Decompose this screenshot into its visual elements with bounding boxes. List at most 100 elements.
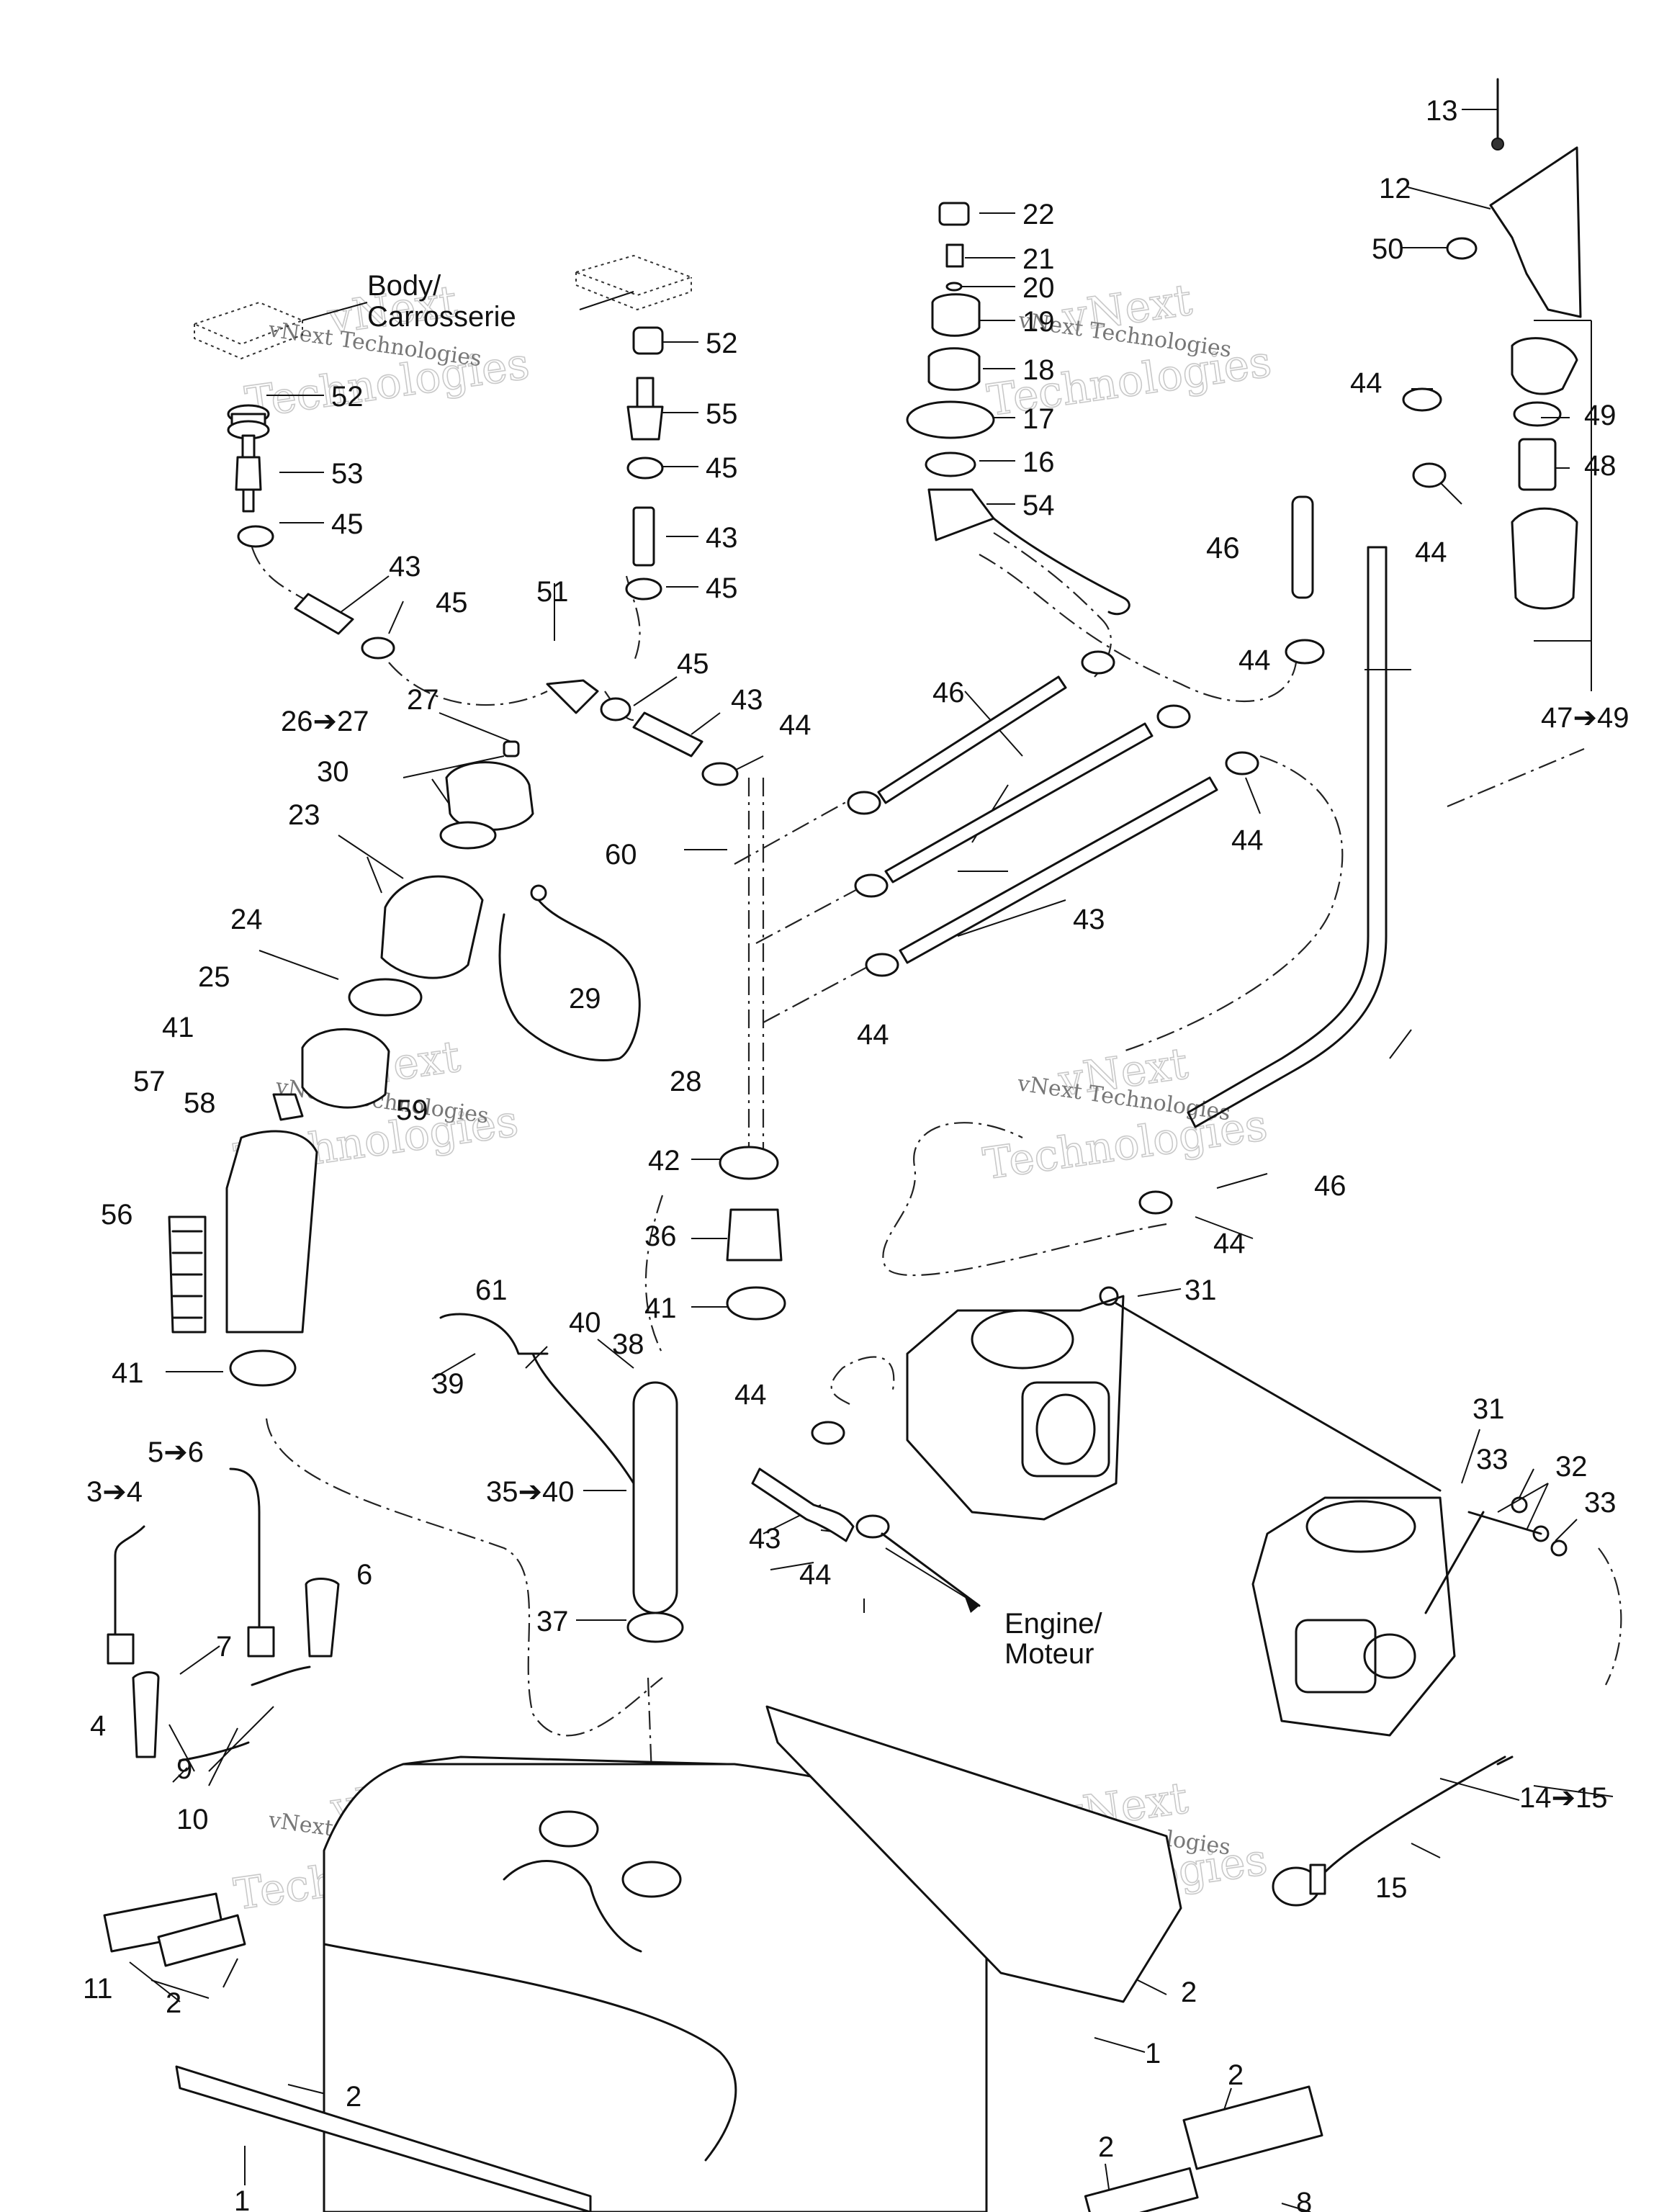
callout-16: 16 — [1022, 446, 1055, 478]
callout-21: 21 — [1022, 243, 1055, 275]
callout-47-49: 47➔49 — [1541, 702, 1629, 734]
callout-48: 48 — [1584, 450, 1617, 482]
callout-8: 8 — [1296, 2187, 1312, 2212]
callout-2: 2 — [1228, 2059, 1244, 2091]
callout-44: 44 — [1350, 367, 1382, 399]
callout-44: 44 — [1415, 536, 1447, 568]
callout-1: 1 — [1145, 2038, 1161, 2069]
callout-27: 27 — [407, 684, 439, 716]
callout-45: 45 — [436, 587, 468, 619]
callout-29: 29 — [569, 983, 601, 1015]
body-caption-line1: Body/ — [367, 270, 441, 302]
callout-31: 31 — [1184, 1274, 1217, 1306]
routing-lines — [251, 532, 1622, 1873]
callout-32: 32 — [1555, 1451, 1588, 1483]
callout-56: 56 — [101, 1199, 133, 1231]
callout-44: 44 — [734, 1379, 767, 1411]
callout-39: 39 — [432, 1368, 464, 1400]
callout-17: 17 — [1022, 403, 1055, 435]
callout-43: 43 — [731, 684, 763, 716]
callout-41: 41 — [644, 1292, 677, 1324]
callout-42: 42 — [648, 1145, 680, 1177]
callout-41: 41 — [112, 1357, 144, 1389]
callout-37: 37 — [536, 1606, 569, 1637]
callout-13: 13 — [1426, 95, 1458, 127]
callout-40: 40 — [569, 1307, 601, 1339]
callout-54: 54 — [1022, 490, 1055, 521]
callout-24: 24 — [230, 904, 263, 935]
callout-44: 44 — [779, 709, 811, 741]
callout-9: 9 — [176, 1753, 192, 1785]
callout-45: 45 — [706, 452, 738, 484]
callout-2: 2 — [1098, 2131, 1114, 2163]
callout-25: 25 — [198, 961, 230, 993]
callout-51: 51 — [536, 576, 569, 608]
callout-30: 30 — [317, 756, 349, 788]
callout-5-6: 5➔6 — [148, 1437, 204, 1468]
callout-33: 33 — [1584, 1487, 1617, 1519]
callout-43: 43 — [706, 522, 738, 554]
leader-lines — [129, 109, 1614, 2212]
callout-14-15: 14➔15 — [1519, 1782, 1608, 1814]
callout-7: 7 — [216, 1631, 232, 1663]
engine-caption-line2: Moteur — [1004, 1638, 1094, 1670]
fuel-pump — [439, 1313, 684, 1643]
callout-43: 43 — [1073, 904, 1105, 935]
callout-23: 23 — [288, 799, 320, 831]
callout-10: 10 — [176, 1804, 209, 1835]
callout-50: 50 — [1372, 233, 1404, 265]
callout-44: 44 — [1231, 824, 1264, 856]
valve-stack — [906, 202, 1130, 616]
callout-36: 36 — [644, 1220, 677, 1252]
callout-59: 59 — [396, 1094, 428, 1126]
callout-44: 44 — [1238, 644, 1271, 676]
callout-26-27: 26➔27 — [281, 706, 369, 737]
callout-38: 38 — [612, 1328, 644, 1360]
callout-41: 41 — [162, 1012, 194, 1043]
tank-rails — [103, 1705, 1323, 2212]
carburetor-rear — [1115, 1302, 1568, 1737]
callout-58: 58 — [184, 1087, 216, 1119]
callout-46: 46 — [932, 677, 965, 709]
callout-44: 44 — [1213, 1228, 1246, 1259]
callout-19: 19 — [1022, 306, 1055, 338]
callout-52: 52 — [706, 328, 738, 359]
callout-33: 33 — [1476, 1444, 1509, 1475]
engine-caption-line1: Engine/ — [1004, 1608, 1103, 1640]
callout-57: 57 — [133, 1066, 166, 1097]
callout-35-40: 35➔40 — [486, 1476, 575, 1508]
callout-44: 44 — [799, 1559, 832, 1591]
callout-46: 46 — [1314, 1170, 1346, 1202]
callout-45: 45 — [331, 508, 364, 540]
callout-31: 31 — [1473, 1393, 1505, 1425]
callout-45: 45 — [706, 572, 738, 604]
choke-cable — [1272, 1755, 1514, 1907]
callout-43: 43 — [389, 551, 421, 583]
callout-3-4: 3➔4 — [86, 1476, 143, 1508]
callout-49: 49 — [1584, 400, 1617, 431]
callout-61: 61 — [475, 1274, 508, 1306]
callout-6: 6 — [356, 1559, 372, 1591]
tank-straps — [107, 1467, 340, 1762]
fitting-stack-right — [625, 326, 664, 601]
callout-2: 2 — [166, 1987, 181, 2019]
filler-assembly — [168, 740, 641, 1387]
callout-11: 11 — [83, 1973, 113, 2005]
callout-15: 15 — [1375, 1872, 1408, 1904]
callout-labels: 13 12 50 22 21 20 19 18 17 16 54 52 52 5… — [83, 95, 1629, 2212]
callout-2: 2 — [346, 2081, 361, 2113]
callout-12: 12 — [1379, 173, 1411, 204]
pickup-assembly — [1446, 78, 1582, 610]
callout-20: 20 — [1022, 272, 1055, 304]
hose-group — [294, 387, 1447, 1613]
callout-1: 1 — [234, 2185, 250, 2212]
callout-60: 60 — [605, 839, 637, 871]
body-mount-plates — [192, 254, 693, 360]
callout-44: 44 — [857, 1019, 889, 1051]
fitting-stack-left — [227, 404, 274, 548]
callout-45: 45 — [677, 648, 709, 680]
callout-28: 28 — [670, 1066, 702, 1097]
callout-2: 2 — [1181, 1977, 1197, 2008]
callout-22: 22 — [1022, 199, 1055, 230]
